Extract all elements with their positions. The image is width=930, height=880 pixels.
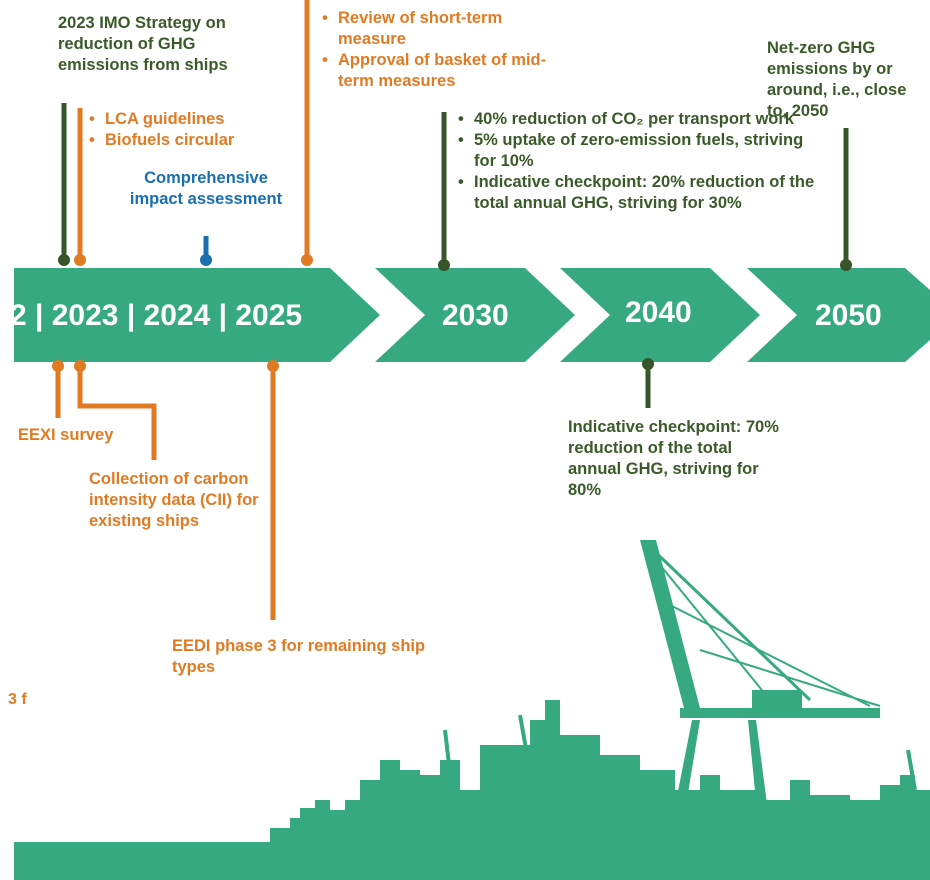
dot-impact: [200, 254, 212, 266]
imo-strategy-label: 2023 IMO Strategy on reduction of GHG em…: [58, 14, 228, 74]
port-silhouette: [14, 540, 930, 880]
cii-label: Collection of carbon intensity data (CII…: [89, 470, 259, 530]
crane-boom: [640, 540, 700, 708]
impact-assessment-label: Comprehensive impact assessment: [129, 169, 283, 208]
ground-band: [14, 842, 930, 880]
review-item-mid-term: Approval of basket of mid-term measures: [322, 50, 572, 92]
dot-review: [301, 254, 313, 266]
crane-tower-right-leg: [748, 720, 772, 842]
dot-eexi: [52, 360, 64, 372]
small-crane-3: [906, 749, 917, 791]
lca-list: LCA guidelines Biofuels circular: [89, 109, 269, 151]
dot-2030: [438, 259, 450, 271]
crane-tower-left-leg: [668, 720, 700, 842]
crane-stay-1: [646, 543, 812, 702]
year-2050-label: 2050: [815, 299, 882, 332]
ship-hull: [270, 700, 930, 842]
dot-2050: [840, 259, 852, 271]
year-2030-label: 2030: [442, 299, 509, 332]
dot-eedi: [267, 360, 279, 372]
connector-lines: [55, 0, 849, 620]
timeline-band: [14, 268, 930, 362]
dot-cii: [74, 360, 86, 372]
small-crane-1: [443, 729, 454, 791]
lca-item-biofuels: Biofuels circular: [89, 130, 269, 151]
eedi-label: EEDI phase 3 for remaining ship types: [172, 637, 426, 676]
review-item-short-term: Review of short-term measure: [322, 8, 572, 50]
band-segment-2040: [560, 268, 760, 362]
crane-stay-3: [659, 599, 871, 707]
targets-2030-list: 40% reduction of CO₂ per transport work …: [458, 109, 818, 214]
year-2040-label: 2040: [625, 296, 692, 329]
band-segment-early: [14, 268, 380, 362]
band-segment-2050: [747, 268, 930, 362]
target-checkpoint-2030: Indicative checkpoint: 20% reduction of …: [458, 172, 818, 214]
cut-off-label: 3 f: [8, 691, 27, 708]
target-fuels: 5% uptake of zero-emission fuels, strivi…: [458, 130, 818, 172]
years-2022-2025-label: 2 | 2023 | 2024 | 2025: [10, 299, 303, 332]
crane-stay-4: [699, 649, 881, 707]
small-crane-2: [518, 714, 530, 761]
review-list: Review of short-term measure Approval of…: [322, 8, 572, 92]
dot-imo-strategy: [58, 254, 70, 266]
band-segment-2030: [375, 268, 575, 362]
eexi-survey-label: EEXI survey: [18, 426, 114, 444]
dot-lca: [74, 254, 86, 266]
lca-item-guidelines: LCA guidelines: [89, 109, 269, 130]
checkpoint-2040-label: Indicative checkpoint: 70% reduction of …: [568, 418, 779, 499]
crane-stay-2: [655, 559, 771, 701]
target-co2: 40% reduction of CO₂ per transport work: [458, 109, 818, 130]
connector-dots: [52, 254, 852, 372]
line-cii: [77, 366, 157, 460]
net-zero-label: Net-zero GHG emissions by or around, i.e…: [767, 39, 907, 120]
dot-2040: [642, 358, 654, 370]
crane-machinery: [752, 690, 802, 718]
